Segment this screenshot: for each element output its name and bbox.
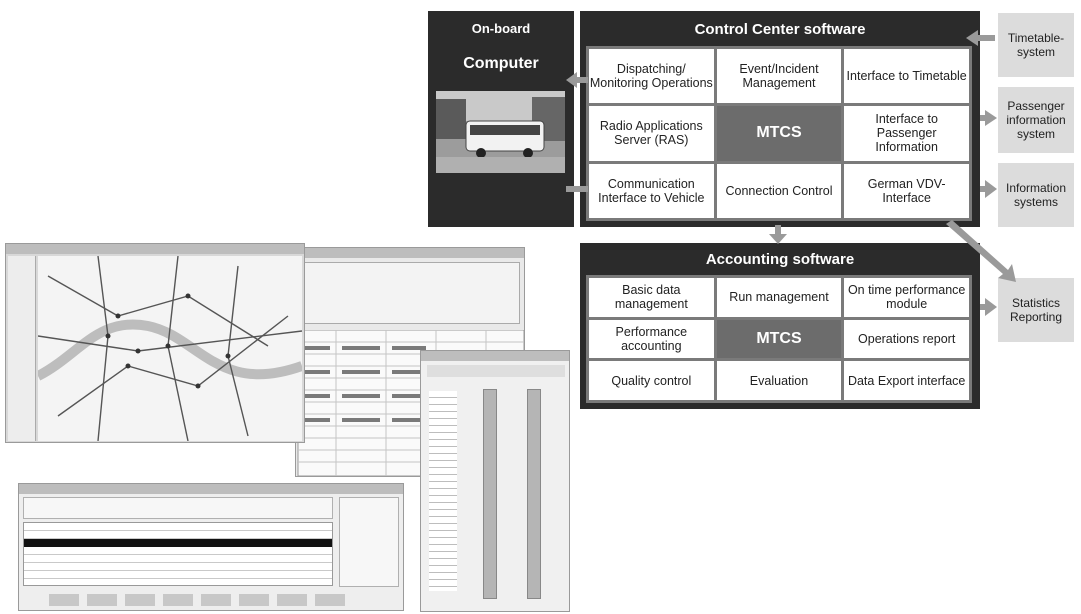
run-management-cell: Run management bbox=[716, 278, 842, 317]
link-onboard-to-comm bbox=[566, 186, 588, 192]
arrow-control-to-onboard bbox=[566, 72, 588, 88]
interface-passenger-cell: Interface to Passenger Information bbox=[844, 106, 969, 161]
mtcs-control-cell: MTCS bbox=[716, 106, 842, 161]
accounting-panel: Accounting software Basic data managemen… bbox=[580, 243, 980, 409]
arrow-control-to-passenger bbox=[980, 110, 997, 126]
control-center-grid: Dispatching/ Monitoring Operations Event… bbox=[586, 46, 972, 221]
data-export-cell: Data Export interface bbox=[844, 361, 969, 400]
passenger-info-box: Passenger information system bbox=[998, 87, 1074, 153]
onboard-computer-panel: On-board Computer bbox=[428, 11, 574, 227]
vdv-interface-cell: German VDV-Interface bbox=[844, 163, 969, 218]
arrow-control-to-accounting bbox=[769, 225, 787, 244]
vehicle-list-window bbox=[18, 483, 404, 611]
arrow-control-to-statistics bbox=[946, 220, 1016, 282]
onboard-title-line1: On-board bbox=[471, 21, 531, 36]
onboard-title-line2: Computer bbox=[463, 55, 539, 72]
arrow-control-to-information bbox=[980, 180, 997, 198]
accounting-grid: Basic data management Run management On … bbox=[586, 275, 972, 403]
communication-interface-cell: Communication Interface to Vehicle bbox=[589, 163, 714, 218]
connection-control-cell: Connection Control bbox=[716, 163, 842, 218]
information-systems-box: Information systems bbox=[998, 163, 1074, 227]
basic-data-cell: Basic data management bbox=[589, 278, 714, 317]
event-incident-cell: Event/Incident Management bbox=[716, 49, 842, 104]
software-screenshots-collage bbox=[0, 235, 580, 614]
evaluation-cell: Evaluation bbox=[716, 361, 842, 400]
mtcs-accounting-cell: MTCS bbox=[716, 319, 842, 359]
interface-timetable-cell: Interface to Timetable bbox=[844, 49, 969, 104]
timeline-window bbox=[420, 350, 570, 612]
map-window bbox=[5, 243, 305, 443]
operations-report-cell: Operations report bbox=[844, 319, 969, 359]
control-center-panel: Control Center software Dispatching/ Mon… bbox=[580, 11, 980, 227]
arrow-timetable-to-control bbox=[966, 30, 995, 46]
performance-accounting-cell: Performance accounting bbox=[589, 319, 714, 359]
radio-applications-cell: Radio Applications Server (RAS) bbox=[589, 106, 714, 161]
control-center-title: Control Center software bbox=[694, 21, 866, 38]
on-time-performance-cell: On time performance module bbox=[844, 278, 969, 317]
arrow-accounting-to-statistics bbox=[980, 298, 997, 316]
quality-control-cell: Quality control bbox=[589, 361, 714, 400]
statistics-reporting-box: Statistics Reporting bbox=[998, 278, 1074, 342]
bus-photo bbox=[436, 91, 565, 173]
dispatching-monitoring-cell: Dispatching/ Monitoring Operations bbox=[589, 49, 714, 104]
timetable-system-box: Timetable-system bbox=[998, 13, 1074, 77]
accounting-title: Accounting software bbox=[705, 251, 855, 268]
